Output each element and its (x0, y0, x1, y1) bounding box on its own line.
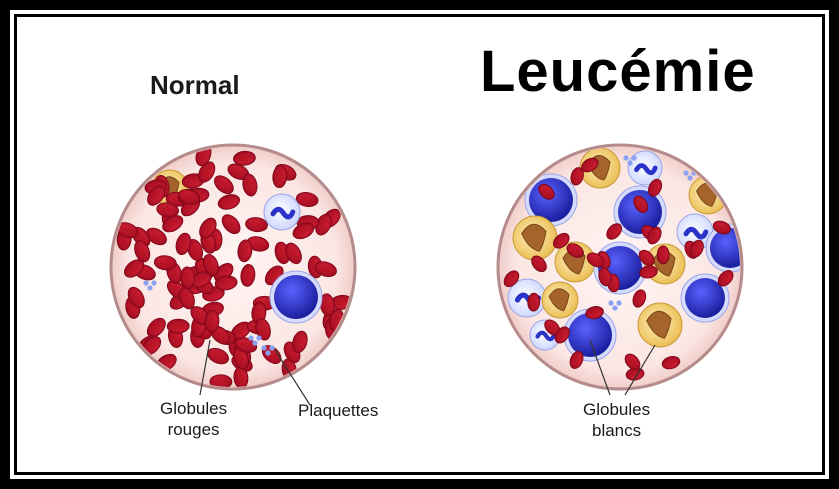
label-white-cells: Globules blancs (583, 399, 650, 441)
label-red-cells: Globules rouges (160, 398, 227, 440)
red-blood-cell (657, 246, 669, 264)
granulocyte-cell (638, 303, 682, 347)
label-platelets: Plaquettes (298, 400, 378, 421)
leukemia-blood-dish (498, 145, 754, 389)
label-white-cells-line2: blancs (583, 420, 650, 441)
neutrophil-cell (264, 194, 300, 230)
label-red-cells-line2: rouges (160, 419, 227, 440)
normal-blood-dish (111, 142, 355, 389)
lymphoblast-cell (270, 271, 322, 323)
red-blood-cell (167, 319, 189, 334)
granulocyte-cell (542, 282, 578, 318)
lymphoblast-cell (594, 242, 646, 294)
label-white-cells-line1: Globules (583, 399, 650, 420)
granulocyte-cell (513, 216, 557, 260)
title-leukemia: Leucémie (480, 38, 756, 105)
label-red-cells-line1: Globules (160, 398, 227, 419)
title-normal: Normal (150, 70, 240, 101)
